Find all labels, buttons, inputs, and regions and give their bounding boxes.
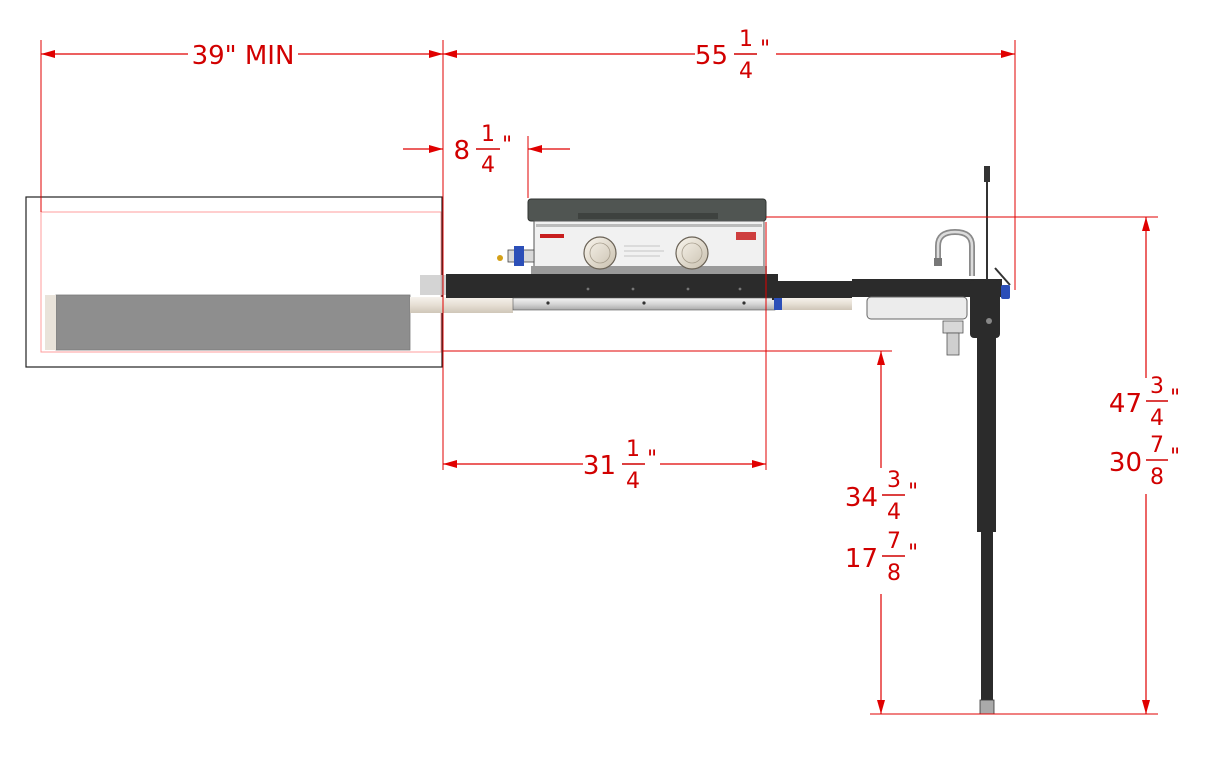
svg-text:1: 1 bbox=[739, 27, 753, 52]
slide-rail bbox=[420, 274, 852, 313]
surface-height-min-label: 30 7 8 " bbox=[1109, 433, 1180, 490]
dim-offset: 8 1 4 " bbox=[403, 122, 570, 198]
svg-text:": " bbox=[1170, 386, 1180, 411]
sink-faucet-icon bbox=[852, 166, 1011, 356]
svg-text:8: 8 bbox=[887, 561, 901, 586]
svg-text:1: 1 bbox=[626, 437, 640, 462]
svg-text:3: 3 bbox=[1150, 374, 1164, 399]
dim-table-width: 31 1 4 " bbox=[443, 222, 767, 494]
surface-height-max-label: 47 3 4 " bbox=[1109, 374, 1180, 431]
svg-text:47: 47 bbox=[1109, 389, 1142, 419]
svg-text:4: 4 bbox=[481, 153, 495, 178]
svg-text:": " bbox=[908, 541, 918, 566]
svg-text:": " bbox=[908, 480, 918, 505]
extension-shelf bbox=[25, 196, 443, 368]
svg-text:7: 7 bbox=[1150, 433, 1164, 458]
width-min-label: 39" MIN bbox=[192, 41, 295, 71]
svg-text:": " bbox=[502, 133, 512, 158]
svg-text:3: 3 bbox=[887, 468, 901, 493]
svg-text:1: 1 bbox=[481, 122, 495, 147]
dim-table-height: 34 3 4 " 17 7 8 " bbox=[443, 350, 918, 714]
dim-total-width: 55 1 4 " bbox=[443, 27, 1016, 290]
table-height-min-label: 17 7 8 " bbox=[845, 529, 918, 586]
table-width-label: 31 1 4 " bbox=[583, 437, 657, 494]
svg-text:34: 34 bbox=[845, 483, 878, 513]
leg-post-icon bbox=[977, 336, 996, 715]
svg-text:8: 8 bbox=[453, 136, 470, 166]
svg-text:8: 8 bbox=[1150, 465, 1164, 490]
dim-width-min: 39" MIN bbox=[40, 40, 444, 470]
total-width-label: 55 1 4 " bbox=[695, 27, 770, 84]
svg-text:31: 31 bbox=[583, 451, 616, 481]
svg-text:7: 7 bbox=[887, 529, 901, 554]
svg-text:4: 4 bbox=[1150, 406, 1164, 431]
svg-text:": " bbox=[647, 447, 657, 472]
offset-label: 8 1 4 " bbox=[453, 122, 512, 178]
control-knob-icon bbox=[675, 236, 709, 270]
svg-text:30: 30 bbox=[1109, 448, 1142, 478]
svg-text:55: 55 bbox=[695, 41, 728, 71]
svg-text:4: 4 bbox=[887, 500, 901, 525]
svg-text:": " bbox=[1170, 445, 1180, 470]
svg-text:4: 4 bbox=[626, 469, 640, 494]
dim-surface-height: 47 3 4 " 30 7 8 " bbox=[766, 216, 1180, 715]
griddle-icon bbox=[497, 198, 767, 274]
table-height-max-label: 34 3 4 " bbox=[845, 468, 918, 525]
svg-text:4: 4 bbox=[739, 59, 753, 84]
svg-text:17: 17 bbox=[845, 544, 878, 574]
control-knob-icon bbox=[583, 236, 617, 270]
svg-text:": " bbox=[760, 37, 770, 62]
